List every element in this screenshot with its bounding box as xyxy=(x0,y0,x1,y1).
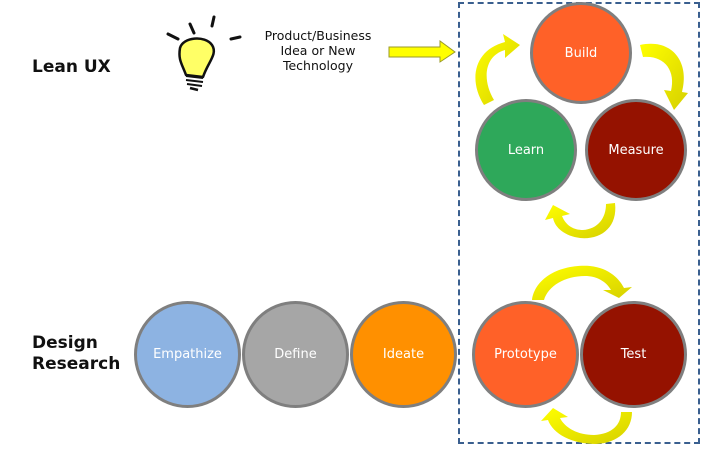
lean-ux-label: Lean UX xyxy=(32,57,111,77)
test-to-prototype-arrow xyxy=(541,408,632,444)
measure-to-learn-arrow xyxy=(545,203,616,239)
learn-circle: Learn xyxy=(475,99,577,201)
design-research-label: Design Research xyxy=(32,333,120,375)
prototype-circle: Prototype xyxy=(472,301,579,408)
design-research-label-line1: Design xyxy=(32,333,98,353)
idea-text-line1: Product/Business xyxy=(264,28,372,43)
prototype-label: Prototype xyxy=(494,347,557,362)
measure-circle: Measure xyxy=(585,99,687,201)
design-research-label-line2: Research xyxy=(32,354,121,374)
define-circle: Define xyxy=(242,301,349,408)
idea-text-line2: Idea or New xyxy=(280,43,356,58)
empathize-circle: Empathize xyxy=(134,301,241,408)
build-label: Build xyxy=(564,45,598,61)
ideate-circle: Ideate xyxy=(350,301,457,408)
define-label: Define xyxy=(274,347,317,362)
test-label: Test xyxy=(620,347,647,362)
learn-to-build-arrow xyxy=(475,34,520,105)
prototype-to-test-arrow xyxy=(532,265,632,300)
idea-text-line3: Technology xyxy=(282,58,354,73)
build-circle: Build xyxy=(530,2,632,104)
lightbulb-icon xyxy=(166,15,242,92)
build-to-measure-arrow xyxy=(640,43,688,110)
learn-label: Learn xyxy=(507,142,545,158)
idea-text: Product/Business Idea or New Technology xyxy=(248,28,388,73)
empathize-label: Empathize xyxy=(153,347,222,362)
arrow-to-lean-box xyxy=(388,40,456,63)
ideate-label: Ideate xyxy=(382,347,425,362)
measure-label: Measure xyxy=(608,142,664,158)
test-circle: Test xyxy=(580,301,687,408)
